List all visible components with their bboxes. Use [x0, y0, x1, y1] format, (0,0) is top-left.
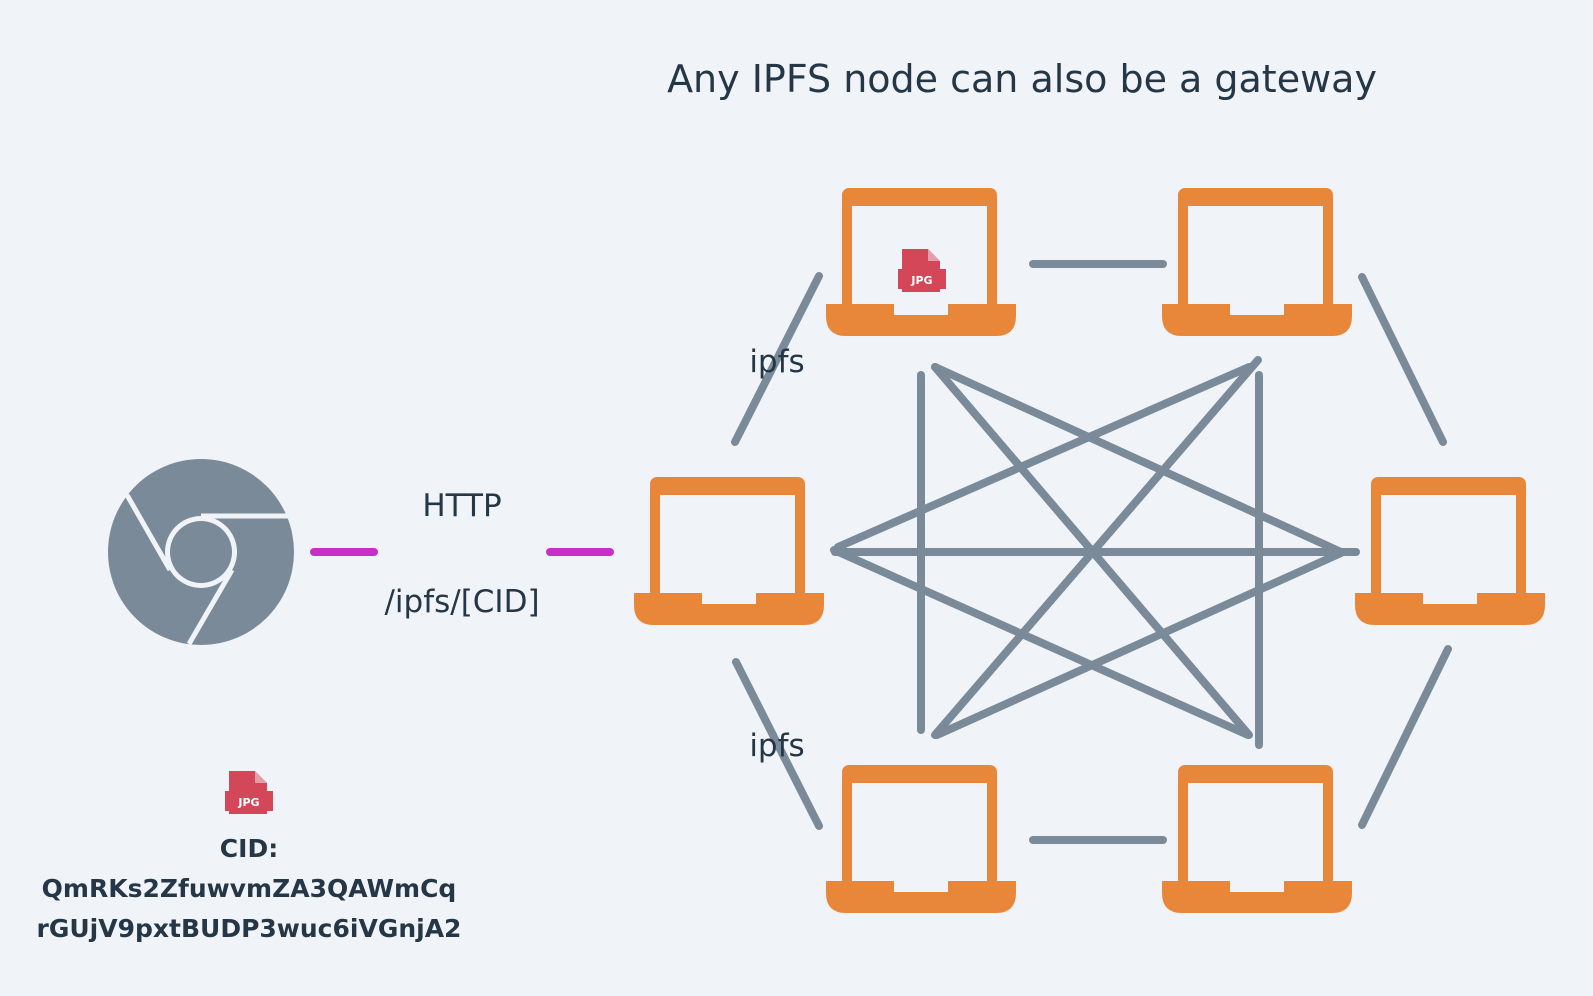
page-title: Any IPFS node can also be a gateway: [667, 57, 1377, 101]
edge-top-right-left: [834, 363, 1253, 551]
edge-left-bottom-left: [732, 658, 823, 830]
edge-left-top-left: [731, 272, 823, 446]
jpg-file-icon: [225, 771, 273, 818]
cid-value-line2: rGUjV9pxtBUDP3wuc6iVGnjA2: [37, 914, 462, 943]
edge-right-bottom-left: [933, 549, 1345, 739]
chrome-browser-icon: [108, 459, 294, 646]
cid-value-line1: QmRKs2ZfuwvmZA3QAWmCq: [42, 874, 457, 903]
laptop-icon-bottom-right: [1162, 765, 1352, 913]
ipfs-path-label: /ipfs/[CID]: [384, 584, 539, 620]
laptop-icon-top-right: [1162, 188, 1352, 336]
mesh-edges: [731, 260, 1452, 844]
http-label: HTTP: [422, 488, 501, 524]
laptop-icon-right: [1355, 477, 1545, 625]
edge-top-left-right: [931, 363, 1345, 556]
edge-right-bottom-right: [1358, 645, 1452, 829]
edge-top-right-right: [1358, 273, 1447, 446]
laptop-icon-bottom-left: [826, 765, 1016, 913]
cid-label: CID:: [220, 834, 278, 863]
ipfs-label-bottom: ipfs: [749, 728, 804, 764]
edge-top-right-bottom-left: [931, 356, 1262, 739]
edge-left-bottom-right: [830, 546, 1252, 739]
ipfs-label-top: ipfs: [749, 344, 804, 380]
laptop-icon-gateway: [634, 477, 824, 625]
